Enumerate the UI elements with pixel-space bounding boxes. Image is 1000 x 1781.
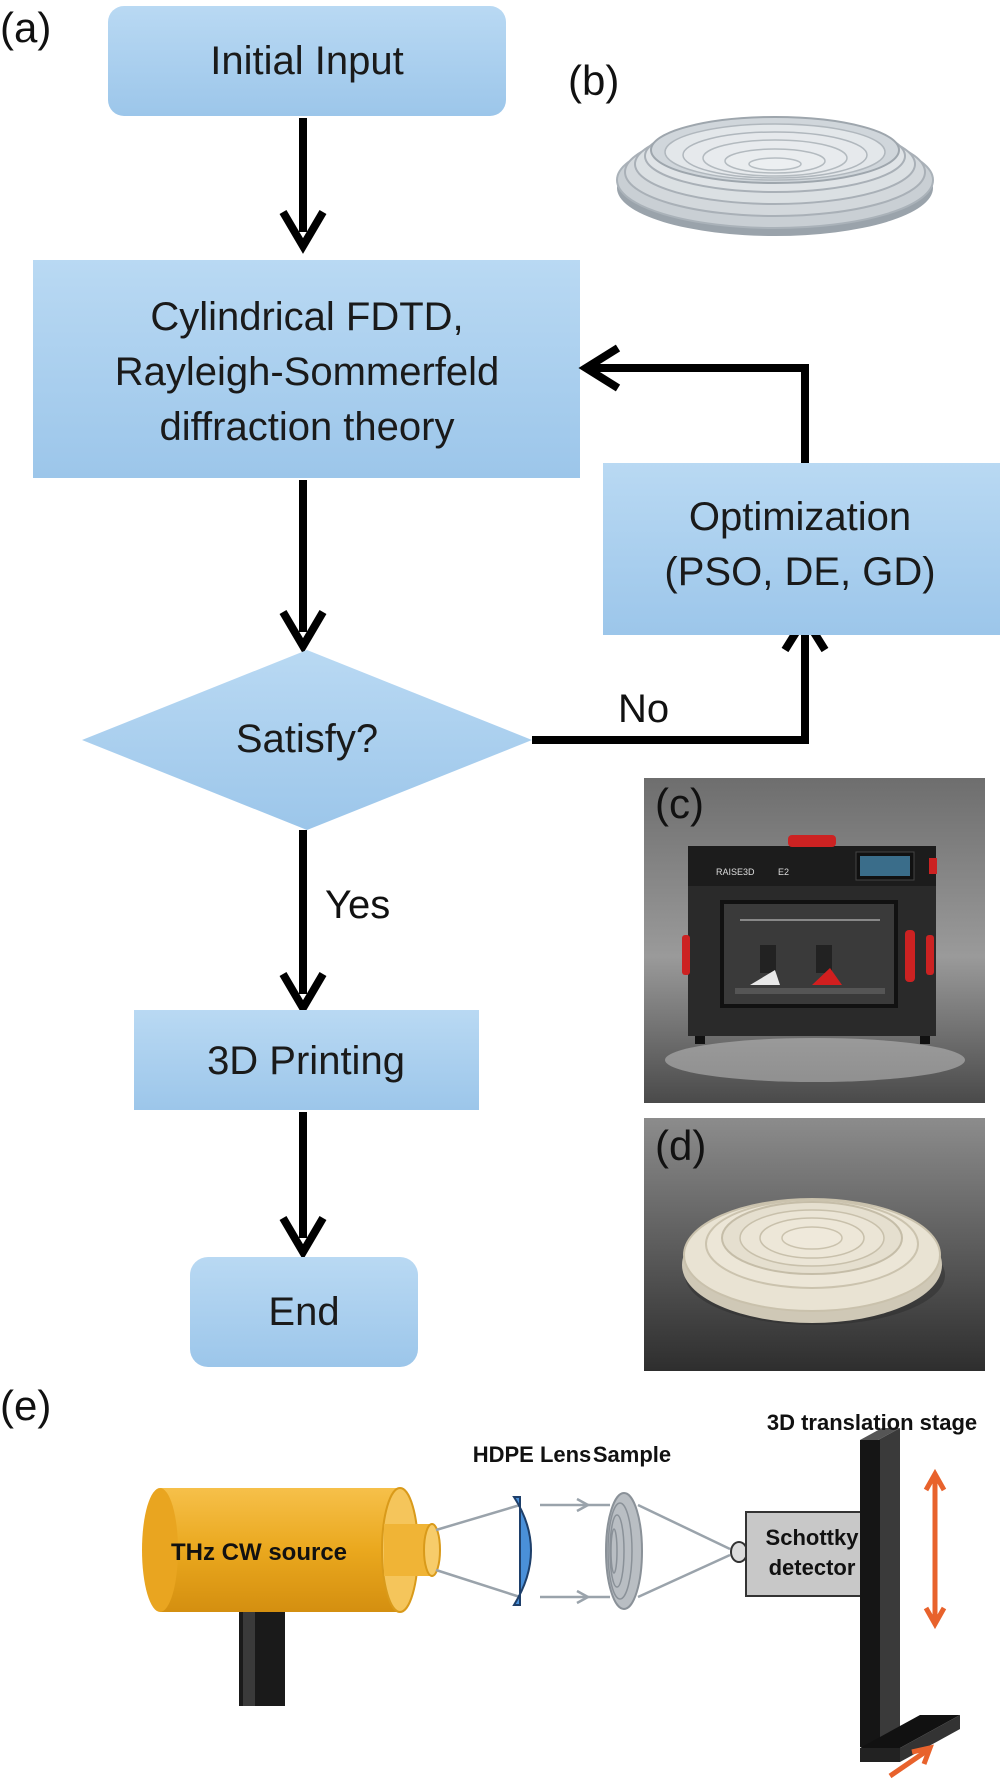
printer-model: E2 bbox=[778, 867, 789, 877]
stage-label: 3D translation stage bbox=[767, 1410, 977, 1435]
printed-lens-photo bbox=[644, 1118, 985, 1371]
arrow-feedback-path bbox=[590, 364, 809, 463]
arrowhead-model-to-decision bbox=[279, 609, 327, 654]
arrowhead-yes-path bbox=[279, 971, 327, 1016]
arrowhead-input-to-model bbox=[279, 209, 327, 254]
sample-label: Sample bbox=[593, 1442, 671, 1467]
model-line-1: Cylindrical FDTD, bbox=[150, 295, 463, 339]
model-box bbox=[33, 260, 580, 478]
hdpe-lens bbox=[512, 1496, 532, 1606]
detector-tip bbox=[730, 1541, 748, 1563]
panel-label-d: (d) bbox=[655, 1122, 706, 1169]
arrowhead-feedback-path bbox=[578, 344, 621, 392]
optimization-box bbox=[603, 463, 1000, 635]
stage-axis-arrows bbox=[888, 1468, 947, 1779]
source-label: THz CW source bbox=[171, 1539, 347, 1566]
panel-label-a: (a) bbox=[0, 4, 51, 51]
printer-brand: RAISE3D bbox=[716, 867, 755, 877]
detector-line-1: Schottky bbox=[766, 1525, 860, 1550]
printing-box bbox=[134, 1010, 479, 1110]
end-box bbox=[190, 1257, 418, 1367]
lens-model-illustration bbox=[616, 116, 934, 236]
decision-label: Satisfy? bbox=[236, 717, 378, 761]
end-label: End bbox=[268, 1290, 339, 1334]
optimization-line-2: (PSO, DE, GD) bbox=[664, 550, 935, 594]
optimization-line-1: Optimization bbox=[689, 495, 911, 539]
panel-label-e: (e) bbox=[0, 1382, 51, 1429]
printing-label: 3D Printing bbox=[207, 1039, 405, 1083]
sample-disc bbox=[605, 1492, 643, 1610]
yes-label: Yes bbox=[325, 883, 390, 927]
lens-label: HDPE Lens bbox=[473, 1442, 592, 1467]
thz-source bbox=[142, 1487, 441, 1613]
no-label: No bbox=[618, 687, 669, 731]
model-line-2: Rayleigh-Sommerfeld bbox=[115, 350, 500, 394]
detector-line-2: detector bbox=[769, 1555, 856, 1580]
arrow-no-path bbox=[532, 620, 809, 744]
arrowhead-printing-to-end bbox=[279, 1215, 327, 1260]
printer-photo bbox=[644, 778, 985, 1103]
initial-input-label: Initial Input bbox=[210, 39, 403, 83]
panel-label-c: (c) bbox=[655, 780, 704, 827]
initial-input-box bbox=[108, 6, 506, 116]
beam-lines bbox=[435, 1497, 731, 1605]
translation-stage bbox=[860, 1428, 960, 1762]
model-line-3: diffraction theory bbox=[160, 405, 455, 449]
schottky-detector bbox=[745, 1511, 879, 1597]
panel-label-b: (b) bbox=[568, 57, 619, 104]
decision-diamond bbox=[82, 650, 532, 830]
